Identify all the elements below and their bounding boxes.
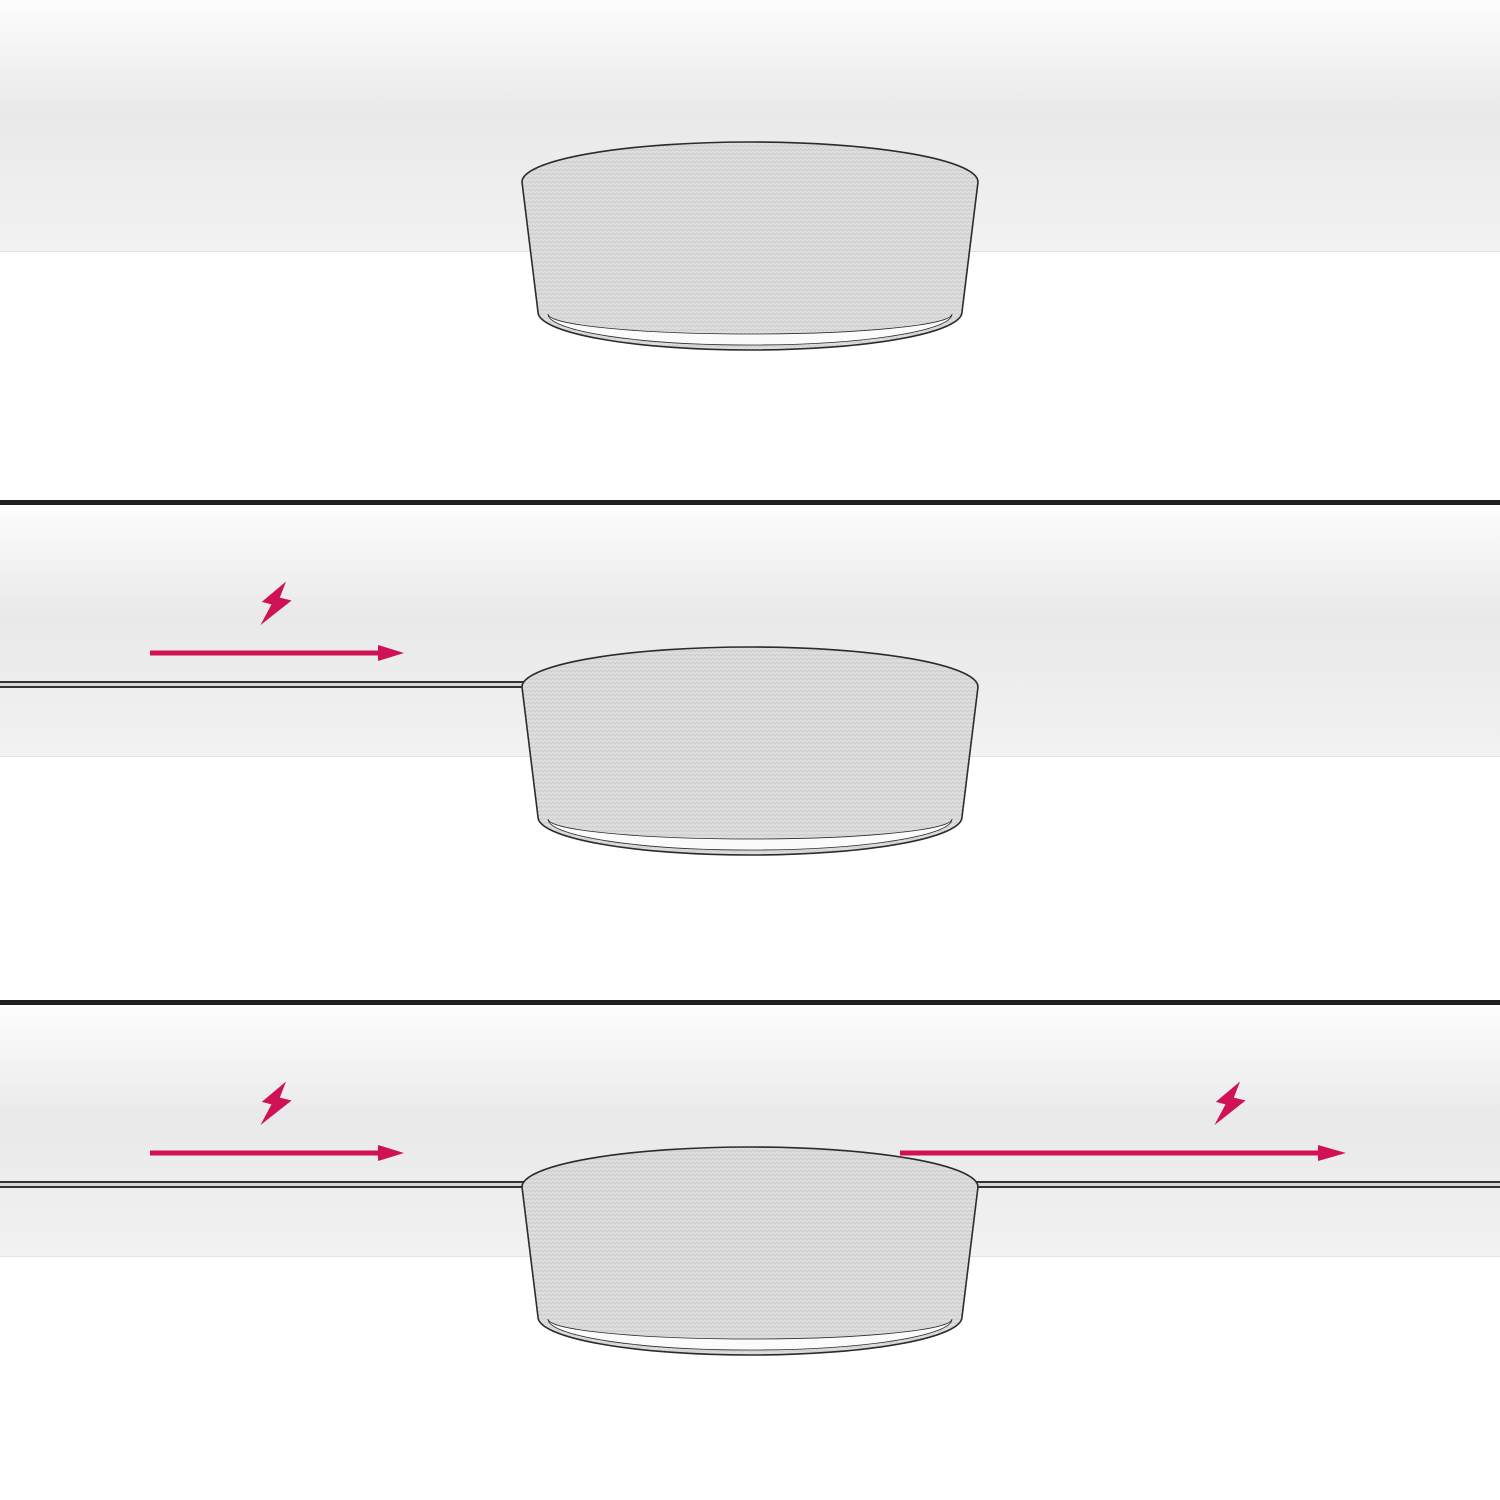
power-cable-left xyxy=(0,1181,530,1188)
lampshade-diffuser xyxy=(547,818,953,851)
power-cable-left xyxy=(0,681,530,688)
panel-step-2 xyxy=(0,500,1500,1000)
drum-lampshade xyxy=(521,1146,979,1356)
lightning-bolt-shape xyxy=(260,1081,292,1126)
lightning-bolt-icon xyxy=(1214,1081,1246,1126)
lampshade-body xyxy=(521,646,979,856)
arrow-head xyxy=(378,1145,404,1161)
power-direction-arrow-icon xyxy=(150,1145,404,1161)
lightning-bolt-icon xyxy=(260,1081,292,1126)
lightning-bolt-shape xyxy=(1214,1081,1246,1126)
drum-lampshade xyxy=(521,646,979,856)
power-direction-arrow-icon xyxy=(150,645,404,661)
lampshade-diffuser xyxy=(547,1318,953,1351)
lampshade-body xyxy=(521,141,979,351)
power-cable-right xyxy=(972,1181,1500,1188)
panel-step-1 xyxy=(0,0,1500,500)
lampshade-body xyxy=(521,1146,979,1356)
lightning-bolt-icon xyxy=(260,581,292,626)
drum-lampshade xyxy=(521,141,979,351)
power-direction-arrow-icon xyxy=(900,1145,1346,1161)
lampshade-diffuser xyxy=(547,313,953,346)
arrow-head xyxy=(378,645,404,661)
panel-step-3 xyxy=(0,1000,1500,1500)
lightning-bolt-shape xyxy=(260,581,292,626)
arrow-head xyxy=(1318,1145,1346,1161)
